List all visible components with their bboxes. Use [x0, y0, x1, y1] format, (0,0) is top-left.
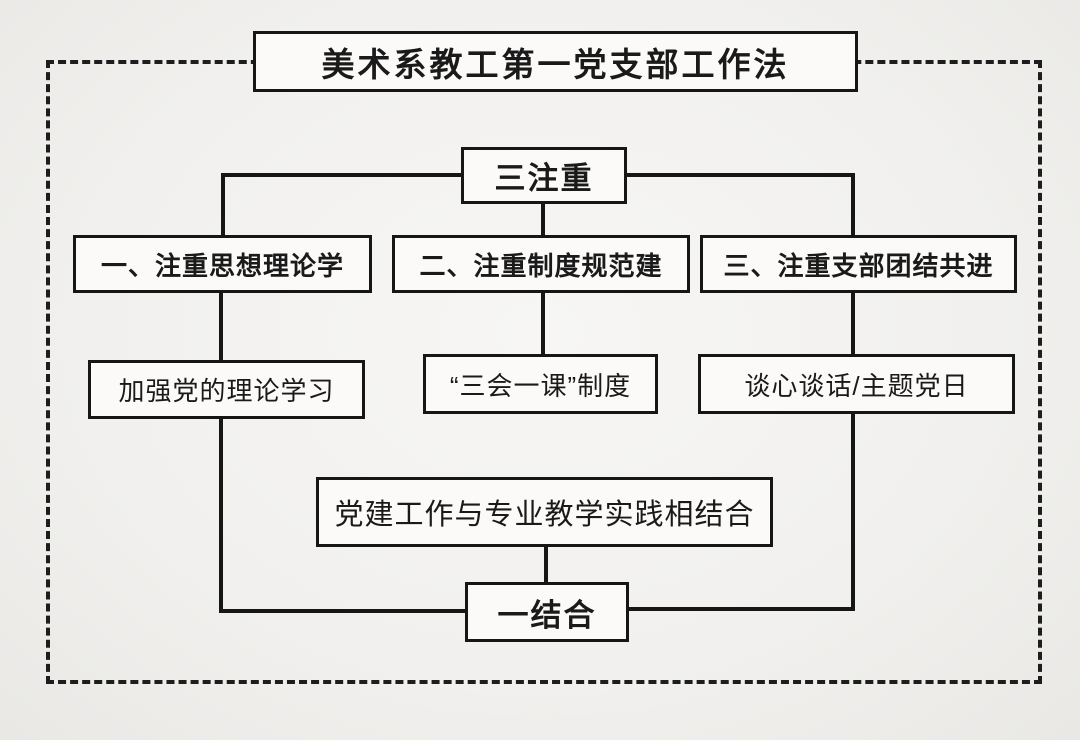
node-branch-3-detail: 谈心谈话/主题党日 — [698, 354, 1015, 414]
connector-root-left-horizontal — [221, 173, 461, 177]
node-integration: 党建工作与专业教学实践相结合 — [316, 477, 773, 547]
node-branch-2-heading: 二、注重制度规范建 — [392, 235, 690, 293]
connector-integration-to-footer — [544, 545, 548, 584]
node-branch-1-detail: 加强党的理论学习 — [88, 360, 365, 419]
connector-root-to-branch3-vertical — [851, 173, 855, 237]
node-one-combination: 一结合 — [465, 582, 629, 642]
connector-root-to-branch2-vertical — [541, 202, 545, 237]
connector-branch3-to-detail3 — [851, 291, 855, 356]
node-branch-2-detail: “三会一课”制度 — [423, 354, 658, 414]
connector-detail3-down-vertical — [851, 412, 855, 611]
node-branch-3-heading: 三、注重支部团结共进 — [700, 235, 1017, 293]
connector-root-right-horizontal — [625, 173, 855, 177]
node-three-emphases: 三注重 — [461, 147, 627, 204]
connector-detail1-down-vertical — [219, 417, 223, 613]
connector-left-to-footer-horizontal — [219, 609, 467, 613]
diagram-title: 美术系教工第一党支部工作法 — [253, 31, 858, 92]
connector-branch1-to-detail1 — [219, 291, 223, 362]
connector-right-to-footer-horizontal — [627, 607, 855, 611]
connector-branch2-to-detail2 — [541, 291, 545, 356]
node-branch-1-heading: 一、注重思想理论学 — [73, 235, 372, 293]
connector-root-to-branch1-vertical — [221, 173, 225, 237]
